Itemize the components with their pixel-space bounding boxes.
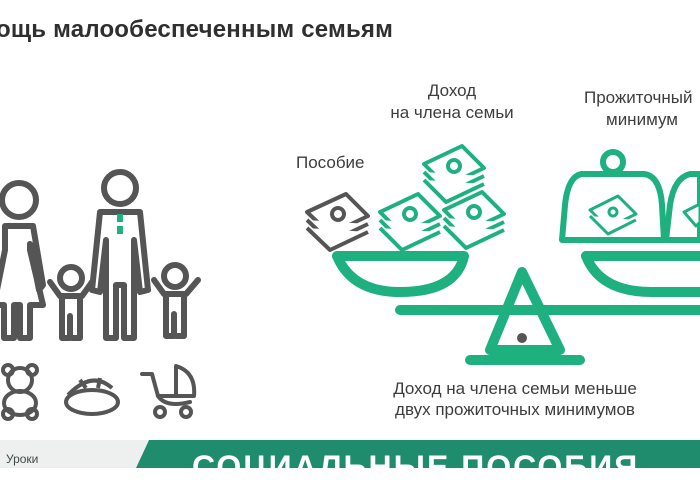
mother-figure (0, 180, 46, 341)
minimum-label: Прожиточный минимум (584, 87, 692, 131)
income-label: Доход на члена семьи (372, 80, 532, 124)
money-icon (588, 194, 638, 236)
scale-icon (332, 251, 700, 365)
caption: Доход на члена семьи меньше двух прожито… (345, 378, 685, 420)
benefit-label: Пособие (296, 153, 365, 172)
benefit-money-icon (305, 192, 370, 252)
stroller-icon (140, 364, 197, 419)
father-accent (117, 214, 123, 222)
income-money-icon (422, 144, 486, 204)
minimum-label-line2: минимум (606, 110, 678, 129)
teddy-bear-icon (1, 363, 39, 421)
father-accent (117, 226, 123, 234)
footer-left-text: Уроки (6, 452, 39, 466)
income-label-line2: на члена семьи (390, 103, 514, 122)
footer-left-panel: Уроки (0, 440, 150, 468)
slide-title: ощь малообеспеченным семьям (0, 16, 394, 43)
minimum-label-line1: Прожиточный (584, 88, 693, 107)
child-figure (47, 264, 95, 341)
footer-bar: Уроки СОЦИАЛЬНЫЕ ПОСОБИЯ (0, 440, 700, 485)
child-figure (151, 262, 201, 339)
caption-line1: Доход на члена семьи меньше (393, 379, 637, 398)
income-money-icon (378, 192, 442, 252)
income-label-line1: Доход (427, 81, 477, 100)
minimum-weight-icon (663, 171, 700, 243)
money-icon (682, 202, 700, 228)
illustration (0, 144, 700, 421)
income-money-icon (442, 190, 506, 250)
scale-pivot (517, 333, 527, 343)
groceries-icon (64, 377, 120, 416)
father-figure (89, 169, 151, 341)
caption-line2: двух прожиточных минимумов (395, 400, 635, 419)
family-icon (0, 169, 201, 341)
